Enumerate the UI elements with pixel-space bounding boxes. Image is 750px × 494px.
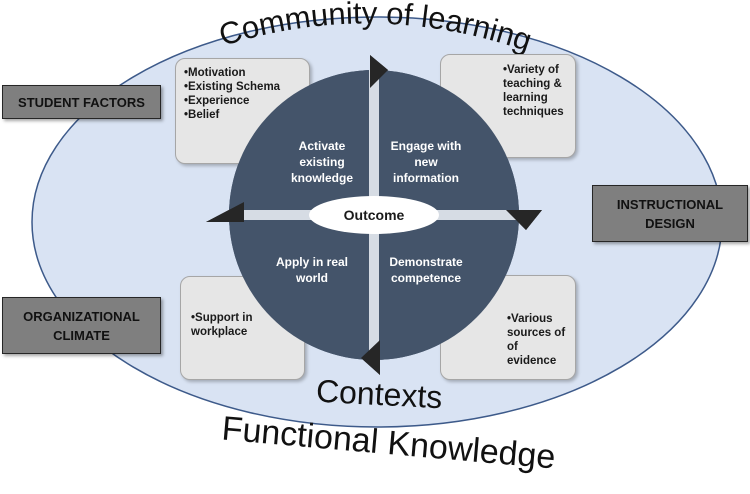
contexts-title: Contexts (315, 372, 444, 416)
list-item: Experience (184, 94, 309, 108)
list-item: Motivation (184, 66, 309, 80)
quadrant-demonstrate: Demonstrate competence (389, 255, 463, 285)
list-item: Various sources of of evidence (507, 312, 567, 368)
organizational-climate-box: Support in workplace (180, 276, 305, 380)
list-item: Belief (184, 108, 309, 122)
instructional-design-label: INSTRUCTIONAL DESIGN (592, 185, 748, 242)
list-item: Existing Schema (184, 80, 309, 94)
evidence-box: Various sources of of evidence (440, 275, 576, 380)
quadrant-apply: Apply in real world (275, 255, 349, 285)
outcome-label: Outcome (343, 207, 405, 223)
list-item: Variety of teaching & learning technique… (503, 63, 567, 119)
organizational-climate-label: ORGANIZATIONAL CLIMATE (2, 297, 161, 354)
student-factors-label: STUDENT FACTORS (2, 85, 161, 119)
outcome-center: Outcome (309, 196, 439, 234)
quadrant-engage: Engage with new information (390, 139, 462, 185)
list-item: Support in workplace (191, 311, 298, 339)
quadrant-activate: Activate existing knowledge (290, 139, 353, 185)
